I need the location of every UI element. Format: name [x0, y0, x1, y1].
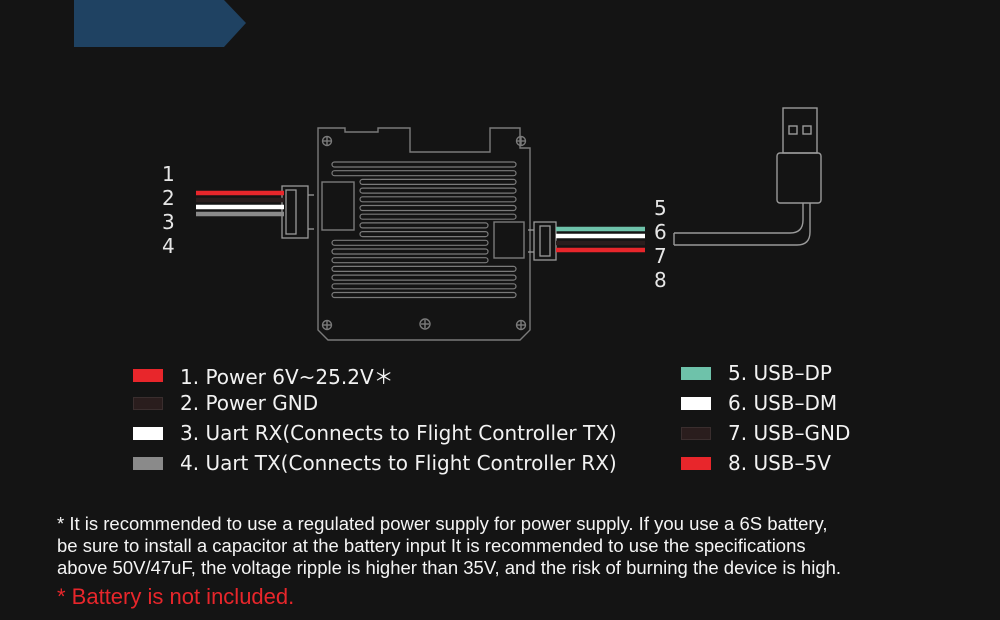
- note-line: * It is recommended to use a regulated p…: [57, 513, 828, 534]
- left-wires: [196, 190, 284, 217]
- heatsink-fin: [331, 265, 517, 272]
- heatsink-fin: [359, 222, 489, 229]
- header-tab: [74, 0, 246, 47]
- left-connector: [281, 185, 314, 239]
- power-supply-note: * It is recommended to use a regulated p…: [57, 513, 957, 579]
- heatsink-fin: [359, 187, 517, 194]
- heatsink-fin: [359, 231, 489, 238]
- heatsink-fin: [331, 248, 489, 255]
- legend-label: 4. Uart TX(Connects to Flight Controller…: [180, 451, 617, 475]
- color-swatch: [681, 396, 711, 410]
- color-swatch: [133, 396, 163, 410]
- legend-item: 3. Uart RX(Connects to Flight Controller…: [133, 421, 617, 445]
- legend-item: 1. Power 6V~25.2V＊: [133, 361, 394, 390]
- legend-item: 2. Power GND: [133, 391, 318, 415]
- heatsink-fin: [359, 213, 517, 220]
- color-swatch: [681, 366, 711, 380]
- heatsink-fins: [331, 161, 517, 299]
- legend-label: 1. Power 6V~25.2V＊: [180, 365, 394, 389]
- legend-label: 7. USB–GND: [728, 421, 851, 445]
- note-line: above 50V/47uF, the voltage ripple is hi…: [57, 557, 842, 578]
- heatsink-fin: [331, 291, 517, 299]
- heatsink-fin: [331, 283, 517, 290]
- heatsink-fin: [359, 178, 517, 185]
- device-body: [317, 127, 531, 341]
- note-line: be sure to install a capacitor at the ba…: [57, 535, 806, 556]
- heatsink-fin: [359, 196, 517, 203]
- color-swatch: [133, 456, 163, 470]
- legend-label: 5. USB–DP: [728, 361, 832, 385]
- pin-number: 7: [654, 244, 667, 268]
- color-swatch: [133, 426, 163, 440]
- heatsink-fin: [331, 161, 517, 168]
- legend-item: 8. USB–5V: [681, 451, 831, 475]
- right-connector: [528, 221, 557, 261]
- legend-label: 2. Power GND: [180, 391, 319, 415]
- heatsink-fin: [331, 170, 517, 177]
- legend-item: 6. USB–DM: [681, 391, 837, 415]
- pin-number: 1: [162, 162, 175, 186]
- color-swatch: [133, 369, 163, 382]
- legend-item: 5. USB–DP: [681, 361, 832, 385]
- battery-warning: * Battery is not included.: [57, 584, 295, 609]
- legend-label: 8. USB–5V: [728, 451, 831, 475]
- pin-number: 2: [162, 186, 175, 210]
- usb-cable: [673, 107, 822, 246]
- legend-label: 3. Uart RX(Connects to Flight Controller…: [180, 421, 617, 445]
- heatsink-fin: [331, 257, 489, 264]
- legend-label: 6. USB–DM: [728, 391, 838, 415]
- pin-number: 5: [654, 196, 667, 220]
- pin-number: 4: [162, 234, 175, 258]
- heatsink-fin: [331, 274, 517, 281]
- pin-number: 6: [654, 220, 667, 244]
- wiring-diagram: [196, 107, 822, 341]
- right-wires: [556, 226, 645, 253]
- pin-number: 3: [162, 210, 175, 234]
- heatsink-fin: [331, 239, 489, 246]
- legend-item: 4. Uart TX(Connects to Flight Controller…: [133, 451, 617, 475]
- heatsink-fin: [359, 204, 517, 212]
- pin-number: 8: [654, 268, 667, 292]
- color-swatch: [681, 426, 711, 440]
- legend-item: 7. USB–GND: [681, 421, 850, 445]
- color-swatch: [681, 456, 711, 470]
